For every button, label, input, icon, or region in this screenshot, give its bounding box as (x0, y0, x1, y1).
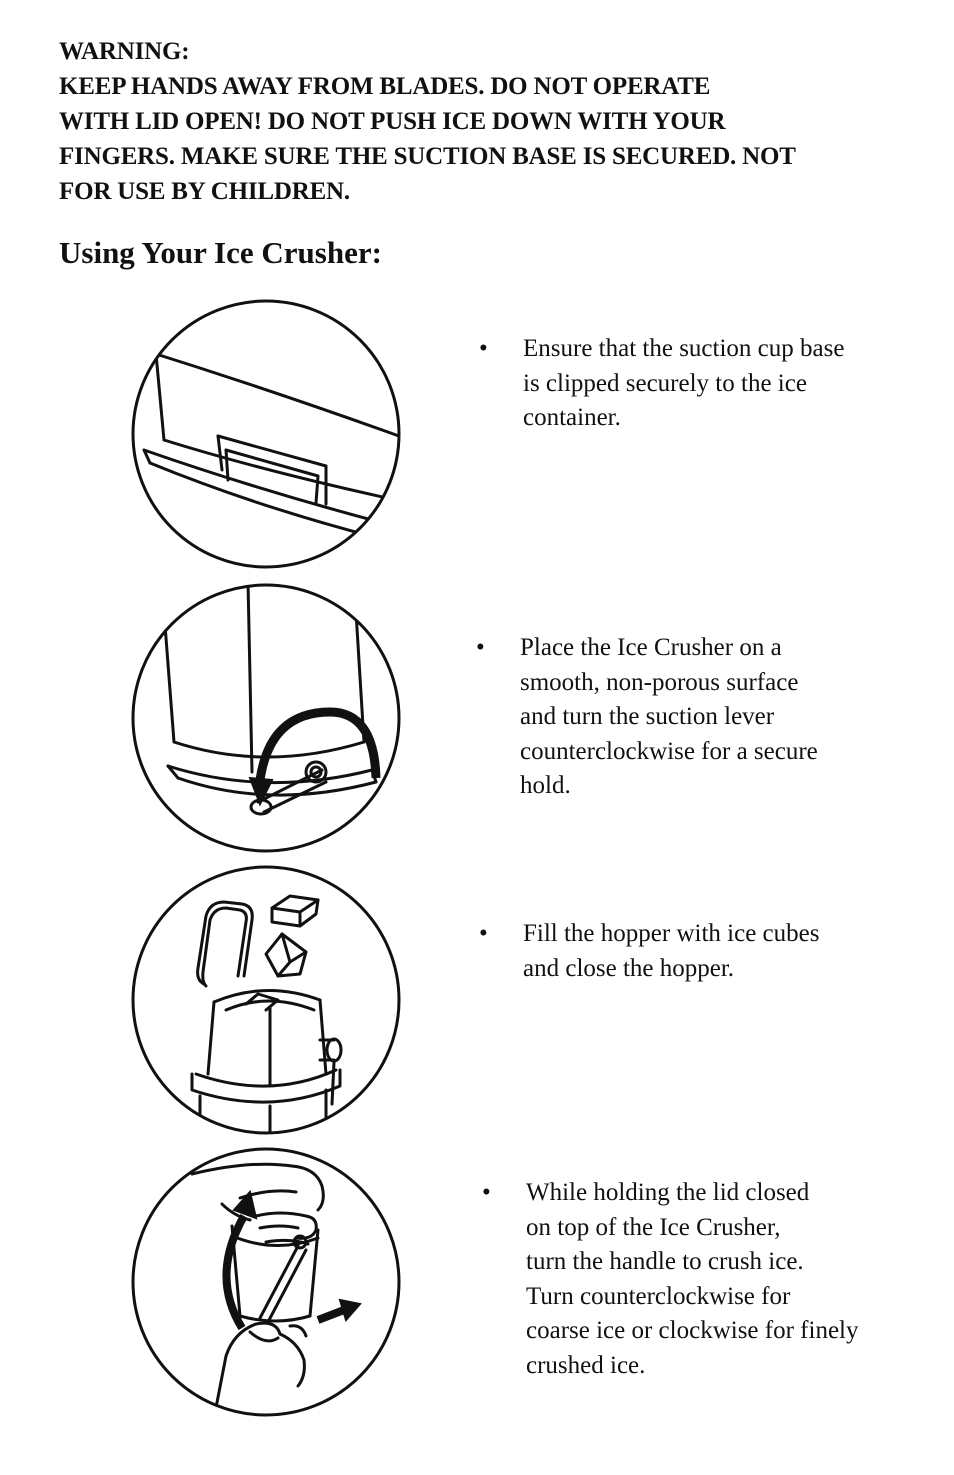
bullet: • (476, 634, 485, 661)
step-line: Turn counterclockwise for (526, 1282, 791, 1310)
bullet: • (479, 920, 488, 947)
warning-line: KEEP HANDS AWAY FROM BLADES. DO NOT OPER… (59, 73, 711, 100)
bullet: • (482, 1179, 491, 1206)
step-line: counterclockwise for a secure (520, 737, 818, 765)
warning-block: WARNING: KEEP HANDS AWAY FROM BLADES. DO… (59, 34, 899, 209)
crush-ice-drawing (131, 1147, 401, 1417)
step-line: on top of the Ice Crusher, (526, 1213, 781, 1241)
step-line: container. (523, 404, 621, 432)
step-line: turn the handle to crush ice. (526, 1248, 804, 1276)
step-line: and close the hopper. (523, 954, 735, 982)
warning-line: FOR USE BY CHILDREN. (59, 178, 350, 205)
suction-lever-illustration (130, 582, 402, 854)
step-line: crushed ice. (526, 1351, 646, 1379)
step-line: Ensure that the suction cup base (523, 335, 845, 362)
warning-line: WITH LID OPEN! DO NOT PUSH ICE DOWN WITH… (59, 108, 726, 135)
step-line: coarse ice or clockwise for finely (526, 1317, 859, 1345)
suction-lever-drawing (131, 583, 401, 853)
warning-heading: WARNING: (59, 38, 190, 65)
step-line: Place the Ice Crusher on a (520, 634, 782, 661)
step-line: smooth, non-porous surface (520, 668, 799, 696)
step-line: hold. (520, 772, 571, 800)
step-line: is clipped securely to the ice (523, 369, 807, 397)
step-line: and turn the suction lever (520, 703, 775, 731)
bullet: • (479, 335, 488, 362)
suction-clip-illustration (130, 298, 402, 570)
section-title: Using Your Ice Crusher: (59, 235, 382, 270)
crush-ice-illustration (130, 1146, 402, 1418)
warning-line: FINGERS. MAKE SURE THE SUCTION BASE IS S… (59, 143, 796, 170)
fill-hopper-illustration (130, 864, 402, 1136)
step-line: Fill the hopper with ice cubes (523, 920, 820, 947)
step-line: While holding the lid closed (526, 1179, 810, 1206)
fill-hopper-drawing (131, 865, 401, 1135)
suction-clip-drawing (131, 299, 401, 569)
